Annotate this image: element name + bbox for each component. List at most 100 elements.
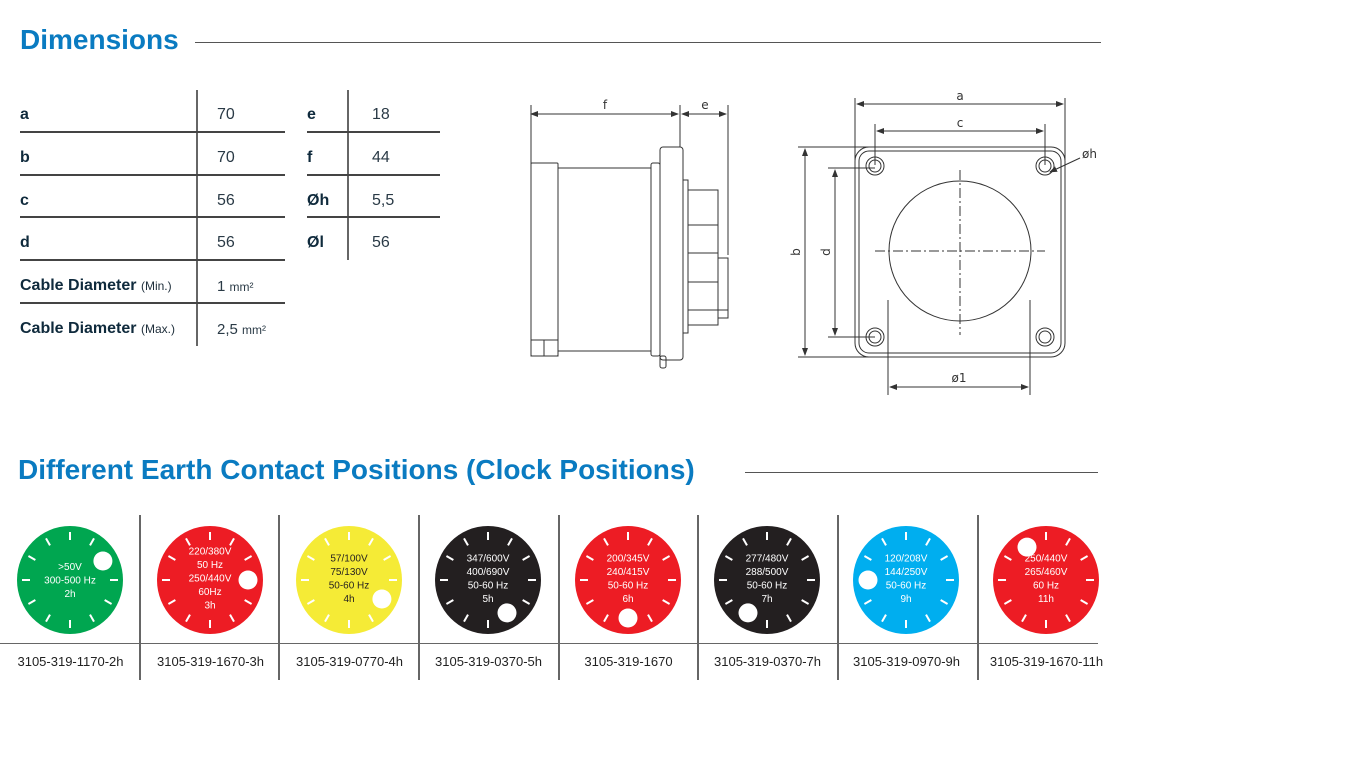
dial-tick xyxy=(585,599,594,605)
grid-divider xyxy=(139,515,141,680)
earth-contact-heading: Different Earth Contact Positions (Clock… xyxy=(18,454,695,485)
dial-label: 250/440V xyxy=(1025,553,1068,564)
dial-tick xyxy=(185,614,191,623)
label-l: ø1 xyxy=(952,371,967,385)
earth-contact-icon xyxy=(238,570,258,590)
dial-tick xyxy=(368,614,374,623)
cable-min-label: Cable Diameter (Min.) xyxy=(20,277,172,295)
earth-contact-icon xyxy=(858,570,878,590)
part-number: 3105-319-0770-4h xyxy=(296,654,403,669)
dial-tick xyxy=(724,555,733,561)
dial-tick xyxy=(1080,599,1089,605)
heading-rule xyxy=(745,472,1098,473)
dial-tick xyxy=(1021,614,1027,623)
label-d: d xyxy=(819,248,833,256)
grid-divider xyxy=(697,515,699,680)
dim-label-h: Øh xyxy=(307,192,330,209)
dial-tick xyxy=(445,555,454,561)
dial-tick xyxy=(724,599,733,605)
dial-tick xyxy=(445,599,454,605)
dial-tick xyxy=(185,537,191,546)
dial-label: 4h xyxy=(343,594,354,605)
dial-tick xyxy=(167,599,176,605)
part-number: 3105-319-0370-5h xyxy=(435,654,542,669)
dial-tick xyxy=(1003,599,1012,605)
dial-face xyxy=(157,526,263,634)
earth-contact-icon xyxy=(618,608,638,628)
dial-face xyxy=(17,526,123,634)
dim-label-d: d xyxy=(20,234,30,251)
cable-max-value: 2,5 mm² xyxy=(217,321,266,338)
dim-value-d: 56 xyxy=(217,234,235,251)
dial-face xyxy=(993,526,1099,634)
row-rule xyxy=(20,302,285,304)
dial-face xyxy=(853,526,959,634)
dial-tick xyxy=(324,537,330,546)
row-rule xyxy=(20,174,285,176)
cable-max-qualifier: (Max.) xyxy=(140,322,175,336)
dial-tick xyxy=(1065,537,1071,546)
row-rule xyxy=(307,174,440,176)
technical-drawing: f e a c b d xyxy=(530,89,1097,395)
dim-value-h: 5,5 xyxy=(372,192,395,209)
dial-tick xyxy=(463,537,469,546)
dim-value-c: 56 xyxy=(217,192,235,209)
dial-tick xyxy=(324,614,330,623)
dial-tick xyxy=(244,599,253,605)
dial-tick xyxy=(742,537,748,546)
dial-tick xyxy=(647,614,653,623)
dial-label: 2h xyxy=(64,589,75,600)
dim-value-f: 44 xyxy=(372,149,390,166)
dial-tick xyxy=(1065,614,1071,623)
part-number: 3105-319-1670-3h xyxy=(157,654,264,669)
dial-tick xyxy=(881,614,887,623)
dial-tick xyxy=(662,555,671,561)
dial-label: 50-60 Hz xyxy=(608,580,649,591)
dial-label: 288/500V xyxy=(746,567,789,578)
dial-label: 277/480V xyxy=(746,553,789,564)
grid-divider xyxy=(278,515,280,680)
part-number: 3105-319-0370-7h xyxy=(714,654,821,669)
dial-tick xyxy=(27,599,36,605)
dial-tick xyxy=(167,555,176,561)
front-view: a c b d øh ø1 xyxy=(789,89,1097,395)
cable-min-qualifier: (Min.) xyxy=(140,279,172,293)
dial-tick xyxy=(786,614,792,623)
side-view: f e xyxy=(530,98,729,369)
dial-label: 250/440V xyxy=(189,574,232,585)
dial-tick xyxy=(89,537,95,546)
dim-label-e: e xyxy=(307,106,316,123)
dial-tick xyxy=(925,537,931,546)
cable-min-text: Cable Diameter xyxy=(20,277,137,294)
dial-tick xyxy=(603,614,609,623)
dial-tick xyxy=(863,599,872,605)
label-b: b xyxy=(789,248,803,256)
dial-label: 50-60 Hz xyxy=(886,580,927,591)
grid-rule xyxy=(0,643,1098,644)
dim-label-l: Øl xyxy=(307,234,324,251)
label-f: f xyxy=(603,98,608,112)
row-rule xyxy=(20,131,285,133)
dial-tick xyxy=(940,599,949,605)
mounting-holes xyxy=(865,156,1055,347)
dial-tick xyxy=(104,599,113,605)
dial-label: 220/380V xyxy=(189,547,232,558)
dial-label: 50-60 Hz xyxy=(468,580,509,591)
dim-value-a: 70 xyxy=(217,106,235,123)
heading-rule xyxy=(195,42,1101,43)
dial-label: 200/345V xyxy=(607,553,650,564)
dial-face xyxy=(714,526,820,634)
dial-label: 50 Hz xyxy=(197,560,223,571)
dial-tick xyxy=(863,555,872,561)
dial-tick xyxy=(89,614,95,623)
dial-tick xyxy=(1003,555,1012,561)
dial-tick xyxy=(1080,555,1089,561)
dial-label: 300-500 Hz xyxy=(44,576,96,587)
